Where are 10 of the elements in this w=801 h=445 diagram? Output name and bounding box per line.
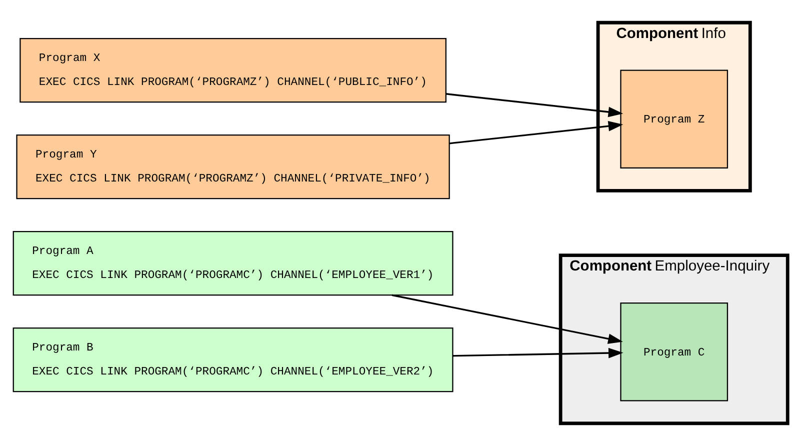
node-box: Program B EXEC CICS LINK PROGRAM(‘PROGRAMC’) CHANNEL(‘EMPLOYEE_VER2’) (12, 326, 454, 392)
node-box: Program Z (620, 69, 728, 168)
node-box: Program Y EXEC CICS LINK PROGRAM(‘PROGRAMZ’) CHANNEL(‘PRIVATE_INFO’) (16, 134, 450, 199)
arrow (449, 120, 624, 144)
arrow (452, 347, 624, 358)
node-box: Program X EXEC CICS LINK PROGRAM(‘PROGRAMZ’) CHANNEL(‘PUBLIC_INFO’) (20, 37, 446, 102)
arrow (446, 92, 624, 117)
node-box: Program A EXEC CICS LINK PROGRAM(‘PROGRAMC’) CHANNEL(‘EMPLOYEE_VER1’) (12, 230, 454, 296)
node-box: Program C (620, 302, 728, 401)
arrow (392, 294, 623, 344)
